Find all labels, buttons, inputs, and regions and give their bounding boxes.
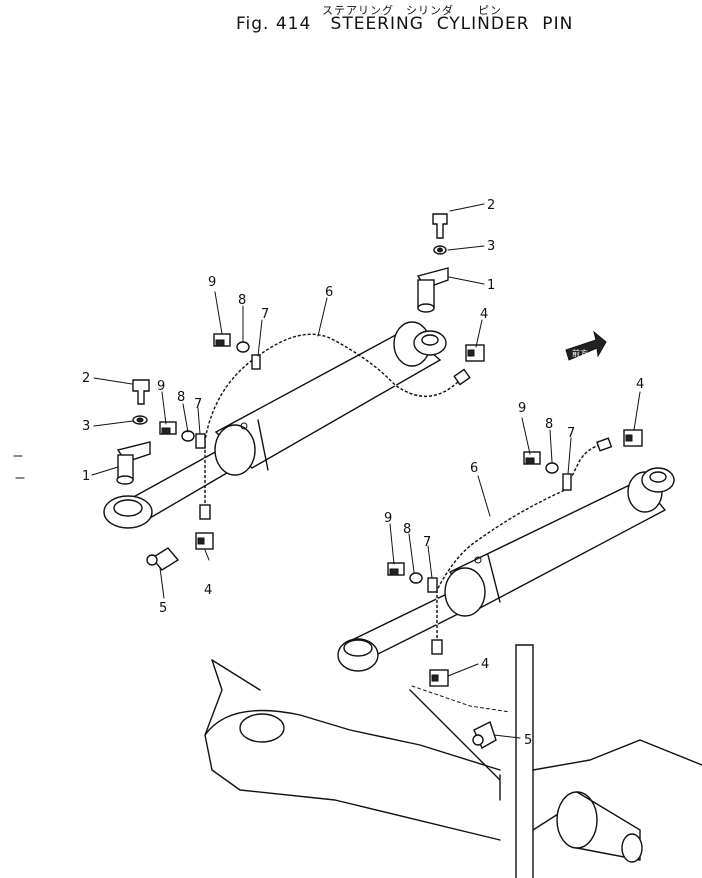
callout-9-right-upper: 9 [518, 401, 526, 416]
callout-4-right-lower: 4 [481, 657, 489, 672]
hardware-parts: 前方 [13, 213, 643, 749]
callout-9-upper: 9 [208, 275, 216, 290]
leader-lines [91, 203, 641, 739]
callout-7-right-upper: 7 [567, 426, 575, 441]
right-steering-cylinder [337, 467, 675, 672]
callout-7-upper: 7 [261, 307, 269, 322]
callout-7-left: 7 [194, 397, 202, 412]
callout-1-top: 1 [487, 278, 495, 293]
callout-4-left: 4 [204, 583, 212, 598]
callout-8-upper: 8 [238, 293, 246, 308]
callout-5-right: 5 [524, 733, 532, 748]
callout-2-top: 2 [487, 198, 495, 213]
callout-3-top: 3 [487, 239, 495, 254]
left-steering-cylinder [103, 321, 447, 529]
callout-4-top: 4 [480, 307, 488, 322]
callout-9-right-lower: 9 [384, 511, 392, 526]
callout-8-right-upper: 8 [545, 417, 553, 432]
callout-2-left: 2 [82, 371, 90, 386]
callout-4-right-upper: 4 [636, 377, 644, 392]
callout-8-left: 8 [177, 390, 185, 405]
machine-frame [204, 644, 702, 878]
callout-1-left: 1 [82, 469, 90, 484]
figure-title-japanese: ステアリング シリンダ ピン [322, 4, 502, 17]
callout-3-left: 3 [82, 419, 90, 434]
callout-5-left: 5 [159, 601, 167, 616]
callout-9-left: 9 [157, 379, 165, 394]
callout-6-left: 6 [325, 285, 333, 300]
callout-7-right-lower: 7 [423, 535, 431, 550]
figure-title: Fig. 414 STEERING CYLINDER PIN [236, 14, 574, 34]
hydraulic-hoses [199, 333, 613, 655]
callout-labels: 2 3 1 4 6 7 8 9 2 3 1 9 8 7 4 5 9 8 7 4 … [82, 198, 644, 748]
callout-6-right: 6 [470, 461, 478, 476]
callout-8-right-lower: 8 [403, 522, 411, 537]
front-direction-tag: 前方 [572, 348, 588, 358]
